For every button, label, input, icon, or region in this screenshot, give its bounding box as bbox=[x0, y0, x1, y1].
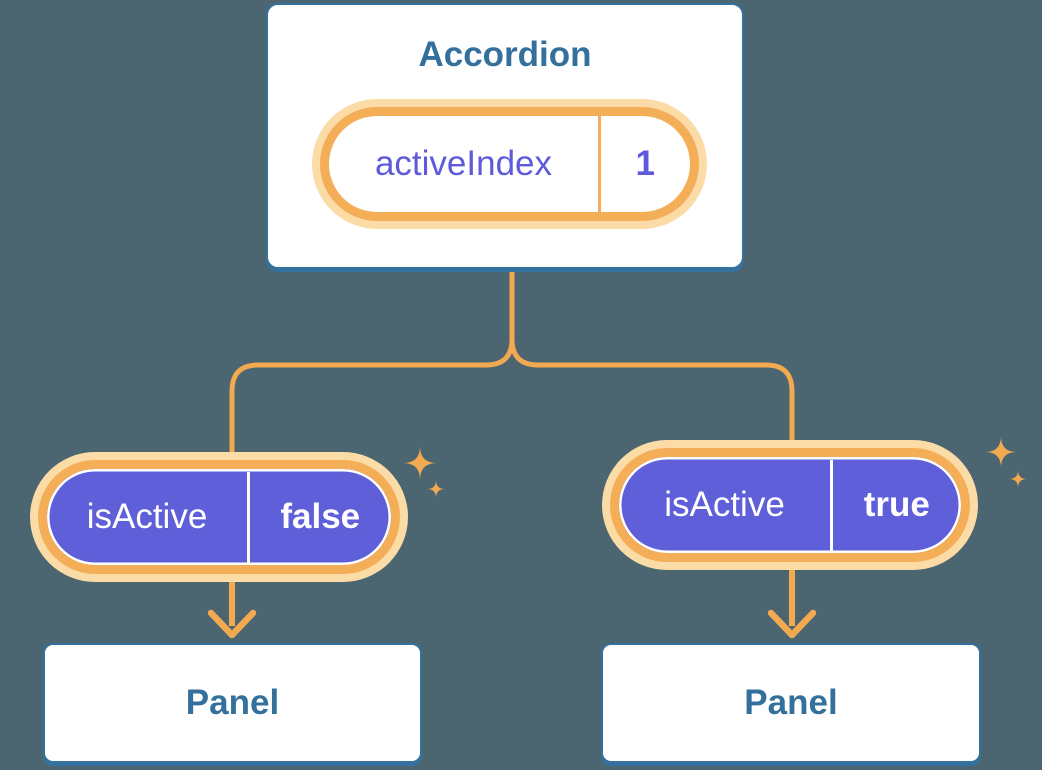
prop-pill-label-segment: isActive bbox=[619, 457, 830, 553]
sparkle-big-icon bbox=[985, 436, 1017, 468]
state-pill-label-segment: activeIndex bbox=[329, 116, 598, 212]
state-pill-value-segment: 1 bbox=[601, 116, 691, 212]
pill-divider bbox=[247, 471, 250, 563]
prop-value-text: false bbox=[280, 497, 361, 536]
pill-divider bbox=[830, 459, 833, 551]
accordion-title: Accordion bbox=[418, 35, 592, 74]
prop-value-text: true bbox=[863, 485, 930, 524]
panel-title: Panel bbox=[185, 683, 280, 722]
panel-title: Panel bbox=[744, 683, 838, 722]
connector-right-branch bbox=[509, 272, 795, 458]
prop-pill-value-segment: false bbox=[250, 469, 392, 565]
prop-pill-label-segment: isActive bbox=[47, 469, 247, 565]
sparkle-big-icon bbox=[403, 446, 437, 480]
prop-pill-isactive-true: isActive true bbox=[610, 448, 970, 562]
state-value-text: 1 bbox=[635, 144, 655, 183]
prop-name-text: isActive bbox=[86, 497, 208, 536]
pill-divider bbox=[598, 116, 601, 212]
arrow-right-head-icon bbox=[767, 609, 817, 639]
state-name-text: activeIndex bbox=[374, 144, 553, 183]
sparkle-small-icon bbox=[427, 480, 445, 498]
prop-pill-isactive-false: isActive false bbox=[38, 460, 400, 574]
state-pill-activeindex: activeIndex 1 bbox=[320, 107, 699, 221]
prop-pill-value-segment: true bbox=[833, 457, 962, 553]
sparkle-small-icon bbox=[1009, 470, 1027, 488]
arrow-left-head-icon bbox=[207, 609, 257, 639]
connector-left-branch bbox=[229, 272, 515, 470]
panel-component-card-right: Panel bbox=[601, 643, 981, 763]
accordion-component-card: Accordion activeIndex 1 bbox=[266, 3, 744, 269]
prop-name-text: isActive bbox=[664, 485, 785, 524]
panel-component-card-left: Panel bbox=[43, 643, 422, 763]
sparkle-icon-left-pill bbox=[403, 446, 445, 498]
sparkle-icon-right-pill bbox=[985, 436, 1027, 488]
